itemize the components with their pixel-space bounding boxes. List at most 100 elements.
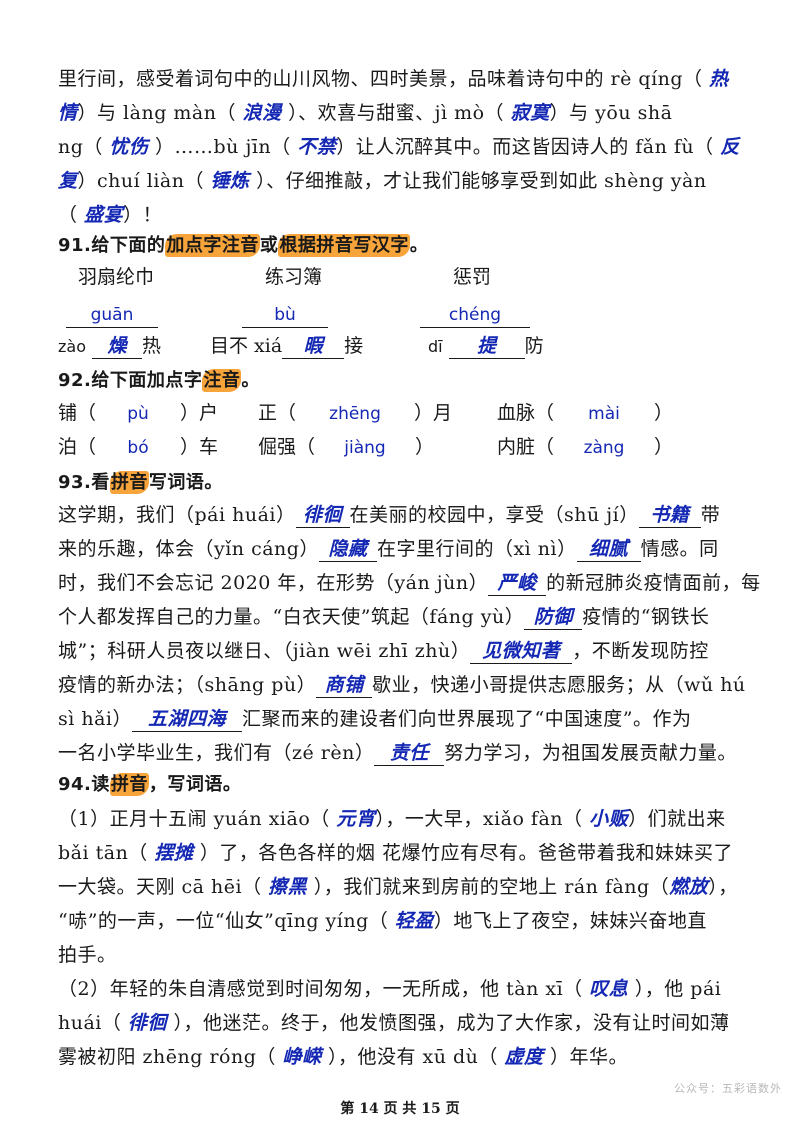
word-text: ） bbox=[654, 402, 674, 424]
answer-text: 反 bbox=[720, 136, 740, 158]
intro-line-2: 情）与 làng màn（ 浪漫 ）、欢喜与甜蜜、jì mò（ 寂寞）与 yōu… bbox=[58, 96, 760, 130]
word-text: 防 bbox=[524, 335, 544, 357]
intro-text: 里行间，感受着词句中的山川风物、四时美景，品味着诗句中的 rè qíng（ bbox=[58, 68, 710, 90]
q94-p2-line-3: 雾被初阳 zhēng róng（ 峥嵘 ），他没有 xū dù（ 虚度 ）年华。 bbox=[58, 1040, 760, 1074]
paragraph-text: ），他没有 xū dù（ bbox=[321, 1046, 505, 1068]
paragraph-text: 在美丽的校园中，享受（shū jí） bbox=[349, 504, 639, 526]
intro-text: ）……bù jīn（ bbox=[148, 136, 298, 158]
heading-text: 。 bbox=[409, 235, 429, 256]
paragraph-text: “哧”的一声，一位“仙女”qīng yíng（ bbox=[58, 910, 395, 932]
answer-text: 徘徊 bbox=[127, 1012, 167, 1034]
paragraph-text: ），一大早，xiǎo fàn（ bbox=[375, 808, 590, 830]
q93-line-6: 疫情的新办法；（shāng pù）商铺歇业，快递小哥提供志愿服务；从（wǔ hú bbox=[58, 668, 760, 702]
answer-text: 商铺 bbox=[316, 673, 373, 698]
q92-item: 铺（pù）户 bbox=[58, 398, 218, 429]
paragraph-text: sì hǎi） bbox=[58, 708, 133, 730]
intro-line-1: 里行间，感受着词句中的山川风物、四时美景，品味着诗句中的 rè qíng（ 热 bbox=[58, 62, 760, 96]
watermark: 公众号：五彩语数外 bbox=[674, 1082, 782, 1095]
answer-text: 叹息 bbox=[589, 978, 629, 1000]
q91-word-2: 练习簿 bbox=[265, 266, 323, 288]
paragraph-text: huái（ bbox=[58, 1012, 128, 1034]
q93-line-1: 这学期，我们（pái huái）徘徊在美丽的校园中，享受（shū jí）书籍带 bbox=[58, 498, 760, 532]
answer-pinyin: guān bbox=[66, 303, 158, 328]
paragraph-text: ）了，各色各样的烟 花爆竹应有尽有。爸爸带着我和妹妹买了 bbox=[193, 842, 733, 864]
paragraph-text: 这学期，我们（pái huái） bbox=[58, 504, 296, 526]
paragraph-text: 雾被初阳 zhēng róng（ bbox=[58, 1046, 283, 1068]
intro-text: ）与 làng màn（ bbox=[77, 102, 243, 124]
answer-text: 盛宴 bbox=[84, 204, 124, 226]
word-text: 倔强（ bbox=[258, 436, 316, 458]
answer-text: 严峻 bbox=[488, 571, 547, 596]
word-text: 内脏（ bbox=[497, 436, 555, 458]
answer-text: 责任 bbox=[374, 741, 445, 766]
answer-text: 小贩 bbox=[589, 808, 629, 830]
paragraph-text: ）， bbox=[708, 876, 738, 898]
word-text: ） bbox=[415, 436, 435, 458]
answer-text: 擦黑 bbox=[268, 876, 308, 898]
answer-text: 见微知著 bbox=[470, 639, 573, 664]
word-text: ）月 bbox=[414, 402, 453, 424]
q93-line-4: 个人都发挥自己的力量。“白衣天使”筑起（fáng yù）防御疫情的“钢铁长 bbox=[58, 600, 760, 634]
answer-text: 浪漫 bbox=[242, 102, 282, 124]
q92-item: 内脏（zàng） bbox=[497, 432, 673, 463]
answer-text: 摆摊 bbox=[154, 842, 194, 864]
page-number: 第 14 页 共 15 页 bbox=[340, 1101, 460, 1117]
paragraph-text: 带 bbox=[700, 504, 721, 526]
heading-text: ，写词语。 bbox=[148, 774, 242, 795]
answer-text: 复 bbox=[58, 170, 78, 192]
q94-p1-line-5: 拍手。 bbox=[58, 938, 760, 972]
word-text: 热 bbox=[142, 335, 162, 357]
q94-p2-line-2: huái（ 徘徊 ），他迷茫。终于，他发愤图强，成为了大作家，没有让时间如薄 bbox=[58, 1006, 760, 1040]
intro-text: ）chuí liàn（ bbox=[77, 170, 211, 192]
paragraph-text: 汇聚而来的建设者们向世界展现了“中国速度”。作为 bbox=[242, 708, 692, 730]
paragraph-text: 的新冠肺炎疫情面前，每 bbox=[546, 572, 761, 594]
answer-text: 热 bbox=[709, 68, 729, 90]
paragraph-text: 城”；科研人员夜以继日、（jiàn wēi zhī zhù） bbox=[58, 640, 471, 662]
answer-text: 峥嵘 bbox=[282, 1046, 322, 1068]
q93-line-8: 一名小学毕业生，我们有（zé rèn）责任努力学习，为祖国发展贡献力量。 bbox=[58, 736, 760, 770]
paragraph-text: ），我们就来到房前的空地上 rán fàng（ bbox=[307, 876, 670, 898]
word-text: 目不 xiá bbox=[210, 335, 283, 357]
q93-line-7: sì hǎi）五湖四海汇聚而来的建设者们向世界展现了“中国速度”。作为 bbox=[58, 702, 760, 736]
answer-text: 提 bbox=[448, 334, 525, 359]
intro-text: ）、仔细推敲，才让我们能够享受到如此 shèng yàn bbox=[249, 170, 707, 192]
q94-p1-line-2: bǎi tān（ 摆摊 ）了，各色各样的烟 花爆竹应有尽有。爸爸带着我和妹妹买了 bbox=[58, 836, 760, 870]
paragraph-text: 情感。同 bbox=[640, 538, 719, 560]
answer-text: 燥 bbox=[92, 334, 143, 359]
answer-text: 元宵 bbox=[336, 808, 376, 830]
answer-text: 锤炼 bbox=[210, 170, 250, 192]
answer-text: 燃放 bbox=[669, 876, 709, 898]
q91-word-3: 惩罚 bbox=[453, 266, 492, 288]
highlight-mark: 拼音 bbox=[109, 471, 149, 494]
intro-text: （ bbox=[58, 204, 85, 226]
q94-p1-line-1: （1）正月十五闹 yuán xiāo（ 元宵），一大早，xiǎo fàn（ 小贩… bbox=[58, 802, 760, 836]
q91-word-1: 羽扇纶巾 bbox=[78, 266, 155, 288]
paragraph-text: 疫情的新办法；（shāng pù） bbox=[58, 674, 317, 696]
word-text: 接 bbox=[344, 335, 364, 357]
q93-line-5: 城”；科研人员夜以继日、（jiàn wēi zhī zhù）见微知著，不断发现防… bbox=[58, 634, 760, 668]
answer-text: 忧伤 bbox=[109, 136, 149, 158]
answer-text: 轻盈 bbox=[394, 910, 434, 932]
paragraph-text: （1）正月十五闹 yuán xiāo（ bbox=[58, 808, 337, 830]
answer-text: 防御 bbox=[524, 605, 583, 630]
highlight-mark: 加点字注音 bbox=[165, 234, 260, 257]
intro-line-4: 复）chuí liàn（ 锤炼 ）、仔细推敲，才让我们能够享受到如此 shèng… bbox=[58, 164, 760, 198]
paragraph-text: 个人都发挥自己的力量。“白衣天使”筑起（fáng yù） bbox=[58, 606, 525, 628]
q93-line-2: 来的乐趣，体会（yǐn cáng）隐藏在字里行间的（xì nì）细腻情感。同 bbox=[58, 532, 760, 566]
intro-text: ）与 yōu shā bbox=[549, 102, 673, 124]
answer-pinyin: zàng bbox=[583, 438, 625, 458]
answer-text: 虚度 bbox=[504, 1046, 544, 1068]
question-number: 92.给下面加点字 bbox=[58, 370, 203, 391]
answer-pinyin: jiàng bbox=[344, 438, 386, 458]
intro-text: ）让人沉醉其中。而这皆因诗人的 fǎn fù（ bbox=[336, 136, 721, 158]
q91-blank-3: chéng bbox=[420, 299, 530, 329]
paragraph-text: 在字里行间的（xì nì） bbox=[376, 538, 577, 560]
question-number: 94.读 bbox=[58, 774, 110, 795]
intro-line-3: ng（ 忧伤 ）……bù jīn（ 不禁）让人沉醉其中。而这皆因诗人的 fǎn … bbox=[58, 130, 760, 164]
heading-text: 写词语。 bbox=[148, 472, 223, 493]
word-text: 泊（ bbox=[58, 436, 97, 458]
answer-text: 书籍 bbox=[638, 503, 701, 528]
answer-pinyin: mài bbox=[588, 404, 620, 424]
